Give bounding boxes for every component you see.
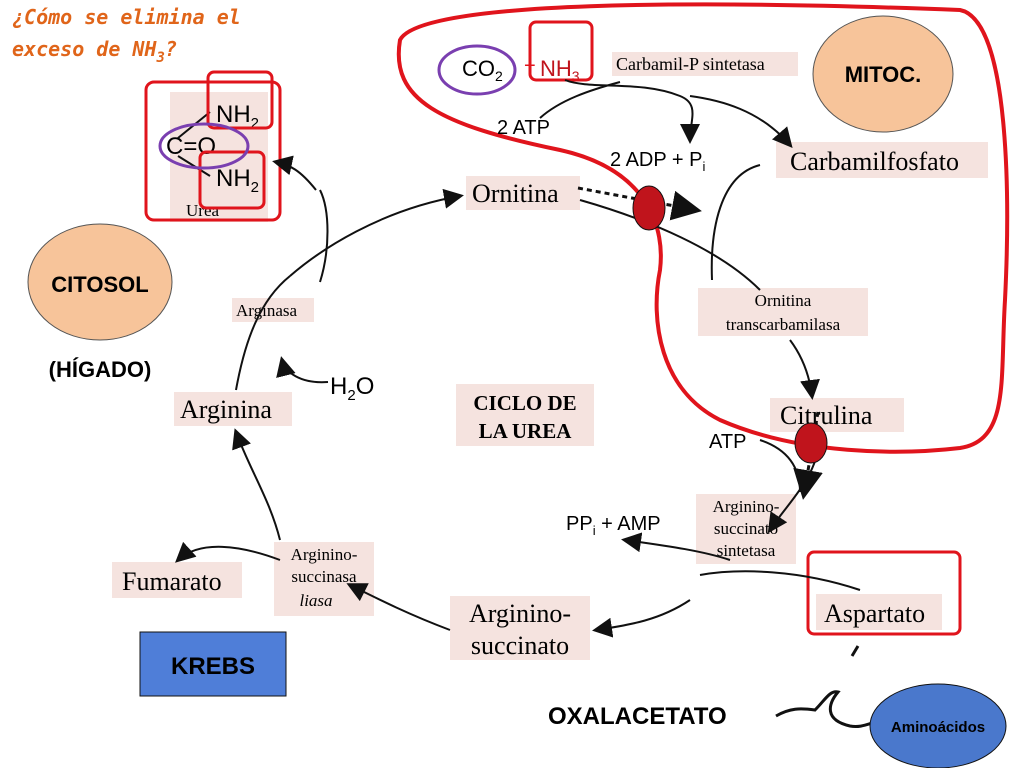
enzyme-ass-1: Arginino- xyxy=(713,497,780,516)
urea-box-highlight xyxy=(144,80,282,222)
enzyme-ass-2: succinato xyxy=(714,519,778,538)
enzyme-asl-1: Arginino- xyxy=(291,545,358,564)
atp-text: ATP xyxy=(709,431,746,453)
aspartato-tick xyxy=(850,645,860,657)
metabolite-bg-citrulina xyxy=(770,398,904,432)
metabolite-argininosuccinato-2: succinato xyxy=(471,631,569,660)
oxalacetato-connector xyxy=(775,690,877,728)
ornitina-transport-arrow xyxy=(577,186,702,221)
urea-co-highlight xyxy=(158,122,250,170)
metabolite-bg-carbamilfosfato xyxy=(776,142,988,178)
center-title-2: LA UREA xyxy=(479,419,573,443)
enzyme-asl-3: liasa xyxy=(299,591,332,610)
mitochondria-boundary xyxy=(396,2,1010,454)
nh3-text: NH3 xyxy=(540,56,580,84)
question-line-2: exceso de NH3? xyxy=(12,37,177,66)
metabolite-citrulina: Citrulina xyxy=(780,401,873,430)
krebs-label: KREBS xyxy=(171,653,255,680)
metabolite-bg-ornitina xyxy=(466,176,580,210)
question-line-1: ¿Cómo se elimina el xyxy=(12,5,241,29)
h2o-text: H2O xyxy=(330,373,374,404)
metabolite-bg-argininosuccinato xyxy=(450,596,590,660)
liver-label: (HÍGADO) xyxy=(49,357,152,382)
enzyme-otc-1: Ornitina xyxy=(755,291,812,310)
enzyme-bg-asl xyxy=(274,542,374,616)
urea-co: C=O xyxy=(166,133,216,160)
oxalacetato-label: OXALACETATO xyxy=(548,703,727,730)
atp-two: 2 ATP xyxy=(497,117,550,139)
co2-highlight xyxy=(437,44,517,96)
aspartato-highlight xyxy=(806,550,962,636)
urea-nh2-top-highlight xyxy=(206,70,274,130)
adp-text: 2 ADP + Pi xyxy=(610,149,705,174)
aminoacidos-ellipse xyxy=(869,683,1007,768)
metabolite-fumarato: Fumarato xyxy=(122,567,222,596)
cytosol-label: CITOSOL xyxy=(51,272,148,297)
urea-bg xyxy=(170,92,268,222)
metabolite-bg-fumarato xyxy=(112,562,242,598)
ppi-amp-text: PPi + AMP xyxy=(566,513,661,538)
enzyme-arginasa: Arginasa xyxy=(236,301,298,320)
metabolite-ornitina: Ornitina xyxy=(472,179,559,208)
co2-text: CO2 xyxy=(462,56,503,84)
urea-nh2-bottom: NH2 xyxy=(216,165,259,196)
cytosol-circle xyxy=(27,223,173,341)
enzyme-ass-3: sintetasa xyxy=(717,541,776,560)
metabolite-arginina: Arginina xyxy=(180,395,272,424)
nh3-highlight xyxy=(528,20,594,82)
transporter-ornitina xyxy=(632,185,666,231)
krebs-box xyxy=(139,631,287,697)
metabolite-aspartato: Aspartato xyxy=(824,599,925,628)
enzyme-bg-otc xyxy=(698,288,868,336)
enzyme-otc-2: transcarbamilasa xyxy=(726,315,841,334)
enzyme-carbamil-p: Carbamil-P sintetasa xyxy=(616,54,765,74)
mitochondria-circle xyxy=(812,15,954,133)
urea-label: Urea xyxy=(186,201,219,220)
metabolite-carbamilfosfato: Carbamilfosfato xyxy=(790,147,959,176)
center-title-bg xyxy=(456,384,594,446)
metabolite-bg-arginina xyxy=(174,392,292,426)
mitochondria-label: MITOC. xyxy=(845,62,922,87)
urea-nh2-top: NH2 xyxy=(216,101,259,132)
enzyme-bg-arginasa xyxy=(232,298,314,322)
aminoacidos-label: Aminoácidos xyxy=(891,719,985,736)
enzyme-asl-2: succinasa xyxy=(291,567,357,586)
transporter-citrulina xyxy=(794,422,828,464)
enzyme-bg-carbamil xyxy=(612,52,798,76)
metabolite-argininosuccinato-1: Arginino- xyxy=(469,599,571,628)
urea-nh2-bottom-highlight xyxy=(198,150,266,210)
center-title-1: CICLO DE xyxy=(473,391,576,415)
metabolite-bg-aspartato xyxy=(816,594,942,630)
